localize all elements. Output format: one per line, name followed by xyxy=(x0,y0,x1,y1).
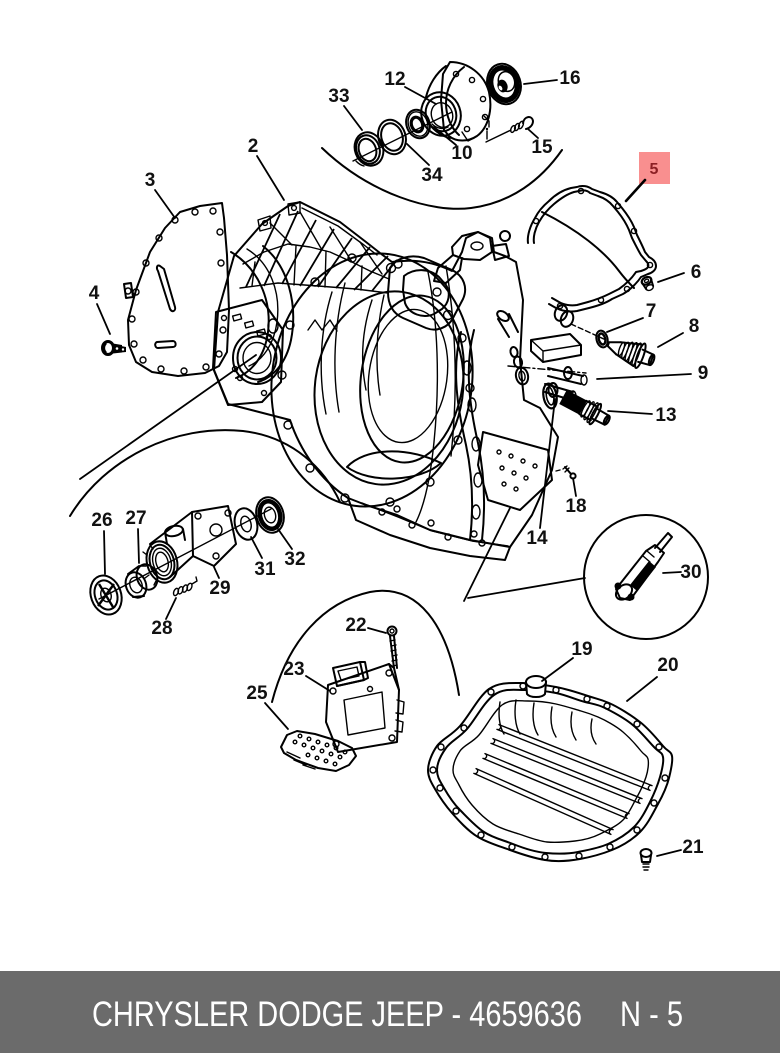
svg-text:16: 16 xyxy=(559,68,580,89)
svg-text:CHRYSLER DODGE JEEP - 4659636: CHRYSLER DODGE JEEP - 4659636 xyxy=(92,995,582,1034)
svg-text:21: 21 xyxy=(682,837,704,858)
svg-text:12: 12 xyxy=(384,69,405,90)
svg-text:25: 25 xyxy=(246,683,268,704)
svg-text:27: 27 xyxy=(125,508,146,529)
svg-text:23: 23 xyxy=(283,659,304,680)
svg-text:14: 14 xyxy=(526,528,548,549)
svg-text:2: 2 xyxy=(248,136,259,157)
svg-text:28: 28 xyxy=(151,618,172,639)
svg-text:31: 31 xyxy=(254,559,276,580)
svg-text:10: 10 xyxy=(451,143,472,164)
svg-text:3: 3 xyxy=(145,170,156,191)
svg-text:26: 26 xyxy=(91,510,112,531)
svg-text:N - 5: N - 5 xyxy=(620,995,683,1034)
svg-text:22: 22 xyxy=(345,615,366,636)
svg-text:18: 18 xyxy=(565,496,586,517)
svg-text:6: 6 xyxy=(691,262,702,283)
svg-text:20: 20 xyxy=(657,655,678,676)
svg-text:32: 32 xyxy=(284,549,305,570)
svg-text:34: 34 xyxy=(421,165,443,186)
svg-text:8: 8 xyxy=(689,316,700,337)
svg-text:13: 13 xyxy=(655,405,676,426)
svg-text:30: 30 xyxy=(680,562,701,583)
svg-text:29: 29 xyxy=(209,578,230,599)
svg-text:7: 7 xyxy=(646,301,657,322)
svg-text:15: 15 xyxy=(531,137,553,158)
svg-text:4: 4 xyxy=(89,283,100,304)
svg-text:5: 5 xyxy=(650,161,659,178)
svg-text:19: 19 xyxy=(571,639,592,660)
svg-text:33: 33 xyxy=(328,86,349,107)
svg-text:9: 9 xyxy=(698,363,709,384)
